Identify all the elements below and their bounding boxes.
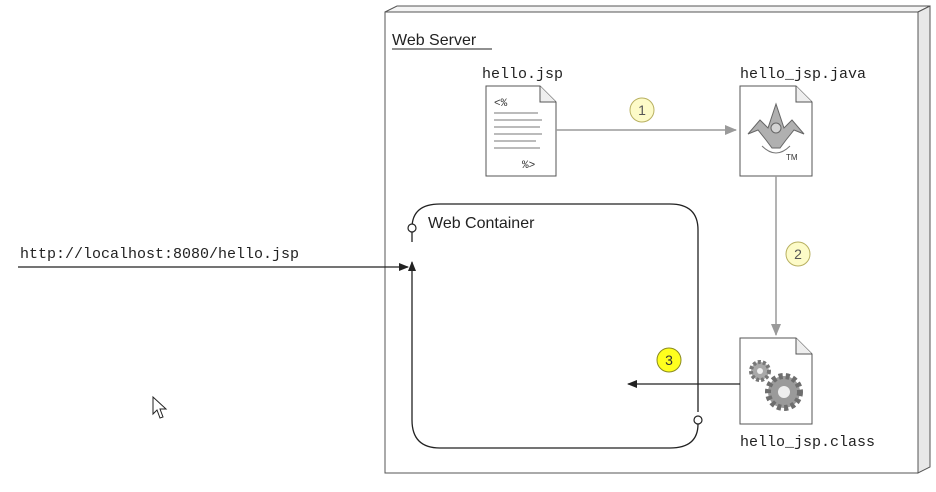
gear-large-icon [765,373,803,411]
step-1-label: 1 [638,102,646,118]
web-server-label: Web Server [392,32,477,49]
web-container-shape [407,203,703,449]
step-3-badge: 3 [656,347,682,373]
request-url: http://localhost:8080/hello.jsp [20,246,299,263]
java-tm-mark: TM [786,153,798,162]
web-server-box [384,5,931,474]
jsp-file-name: hello.jsp [482,66,563,83]
java-document-icon [739,85,813,177]
step-2-badge: 2 [785,241,811,267]
jsp-close-tag: %> [522,160,535,172]
jsp-open-tag: <% [494,98,508,110]
step-1-badge: 1 [629,97,655,123]
jsp-document-icon [485,85,557,177]
container-exit-port [693,415,703,425]
step-3-label: 3 [665,352,673,368]
java-file-name: hello_jsp.java [740,66,866,83]
gear-small-icon [749,360,771,382]
class-file-name: hello_jsp.class [740,434,875,451]
web-container-label: Web Container [428,215,535,232]
mouse-cursor-icon [152,395,168,419]
container-entry-port [407,223,417,233]
step-2-label: 2 [794,246,802,262]
